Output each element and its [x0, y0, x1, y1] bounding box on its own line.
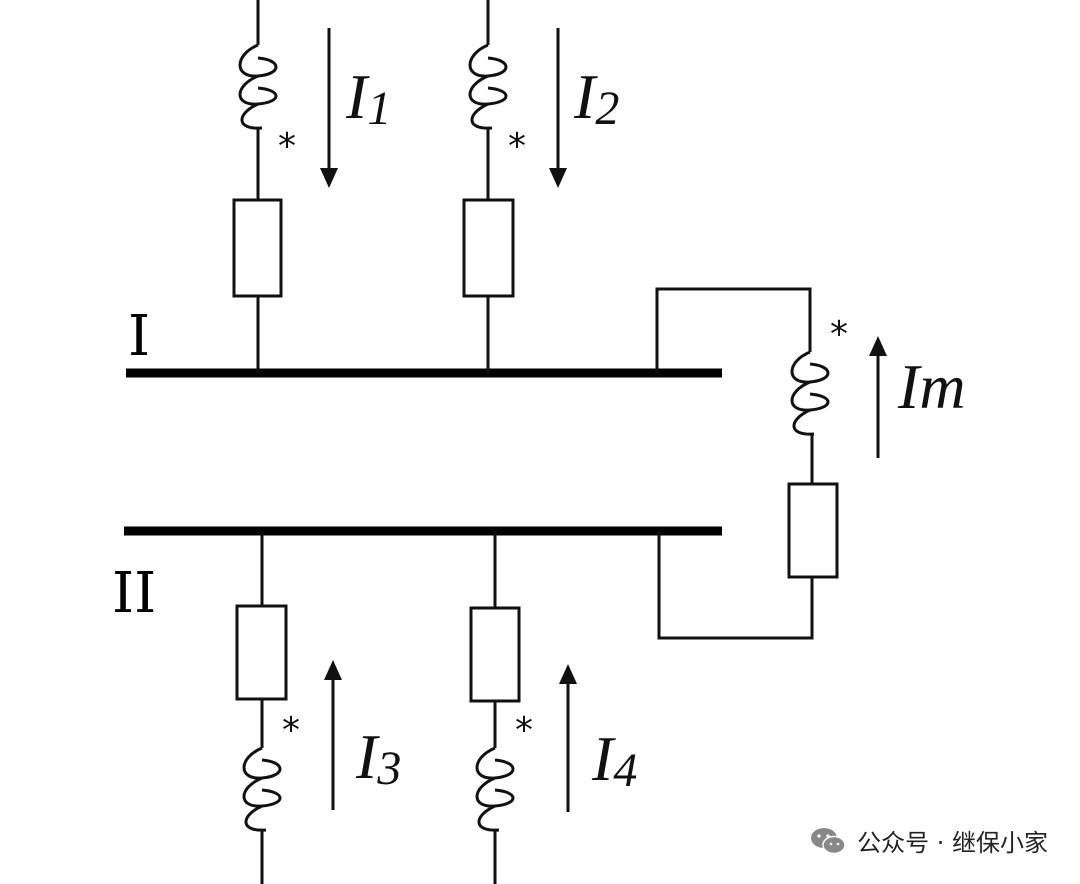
current-label-m: Im	[897, 351, 966, 422]
ct-coil-3	[242, 746, 282, 832]
breaker-2	[462, 198, 515, 298]
bus-i-label: I	[128, 304, 150, 369]
bus-coupler: * Im	[655, 287, 966, 640]
ct-coil-1	[238, 43, 278, 130]
breaker-coupler	[787, 482, 839, 579]
polarity-mark-m: *	[830, 314, 848, 355]
polarity-mark-2: *	[508, 126, 526, 167]
ct-coil-4	[475, 746, 515, 832]
current-label-2: I2	[573, 61, 619, 135]
feeder-1: * I1	[232, 0, 391, 373]
polarity-mark-4: *	[515, 710, 533, 751]
feeder-2: * I2	[462, 0, 619, 373]
breaker-1	[232, 198, 283, 298]
watermark: 公众号 · 继保小家	[809, 823, 1048, 858]
wechat-icon	[811, 827, 846, 854]
current-label-4: I4	[591, 723, 637, 797]
bus-ii-label: II	[112, 561, 156, 626]
breaker-3	[235, 604, 288, 701]
breaker-4	[469, 606, 521, 703]
current-label-3: I3	[355, 721, 401, 795]
feeder-4: * I4	[469, 531, 637, 884]
ct-coil-2	[468, 43, 508, 130]
polarity-mark-1: *	[278, 126, 296, 167]
ct-coil-m	[790, 350, 830, 436]
current-label-1: I1	[345, 61, 391, 135]
polarity-mark-3: *	[282, 710, 300, 751]
feeder-3: * I3	[235, 531, 401, 884]
watermark-text: 公众号 · 继保小家	[857, 829, 1048, 857]
